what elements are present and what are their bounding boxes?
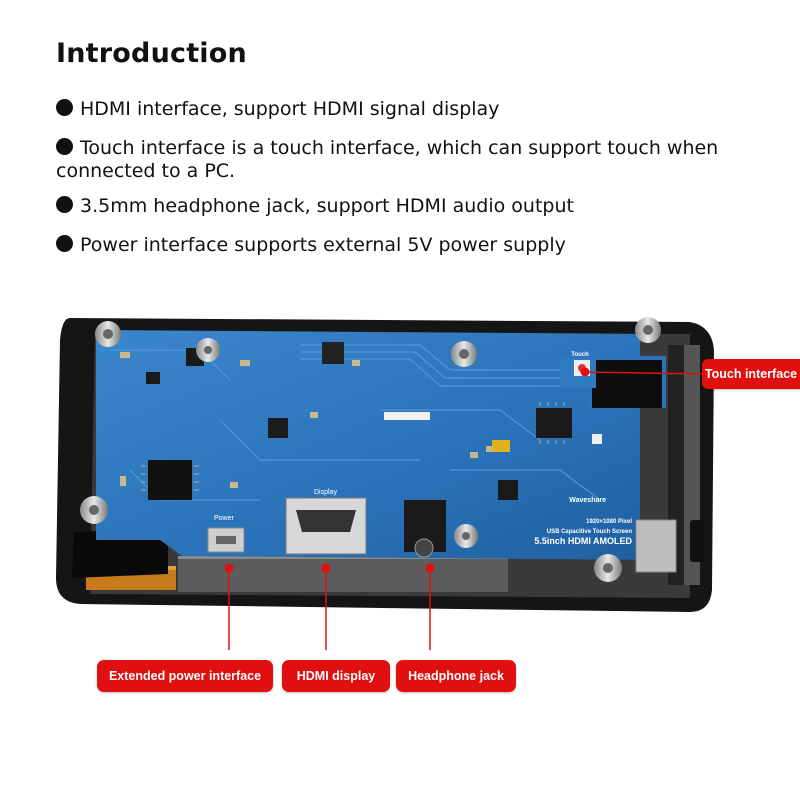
silk-resolution: 1920×1080 Pixel: [586, 519, 632, 525]
callout-power-interface: Extended power interface: [97, 660, 273, 692]
feature-list: HDMI interface, support HDMI signal disp…: [56, 98, 776, 273]
silk-model: 5.5inch HDMI AMOLED: [534, 536, 632, 546]
hdmi-connector: Display: [285, 489, 367, 555]
silk-screen: USB Capacitive Touch Screen: [547, 529, 633, 535]
svg-text:Touch: Touch: [571, 352, 589, 358]
bullet-icon: [56, 138, 73, 155]
driver-pcb: [96, 330, 664, 560]
feature-item: HDMI interface, support HDMI signal disp…: [56, 98, 776, 121]
product-photo: Power Display 5.5inch HDMI AMOLED USB Ca…: [56, 317, 714, 650]
bullet-icon: [56, 196, 73, 213]
controller-ic: [148, 460, 192, 500]
callout-hdmi-display: HDMI display: [282, 660, 390, 692]
silk-brand: Waveshare: [569, 497, 606, 504]
svg-text:Power: Power: [214, 515, 235, 522]
feature-item: Power interface supports external 5V pow…: [56, 234, 776, 257]
callout-touch-interface: Touch interface: [702, 359, 800, 389]
page-title: Introduction: [56, 38, 247, 69]
bullet-icon: [56, 235, 73, 252]
feature-item: Touch interface is a touch interface, wh…: [56, 137, 719, 182]
standoff-screws: [80, 317, 661, 582]
bullet-icon: [56, 99, 73, 116]
svg-text:Display: Display: [314, 489, 337, 496]
callout-headphone-jack: Headphone jack: [396, 660, 516, 692]
feature-item: 3.5mm headphone jack, support HDMI audio…: [56, 195, 776, 218]
power-connector: Power: [207, 515, 245, 553]
callout-lines: [224, 367, 705, 650]
headphone-connector: [404, 500, 446, 558]
